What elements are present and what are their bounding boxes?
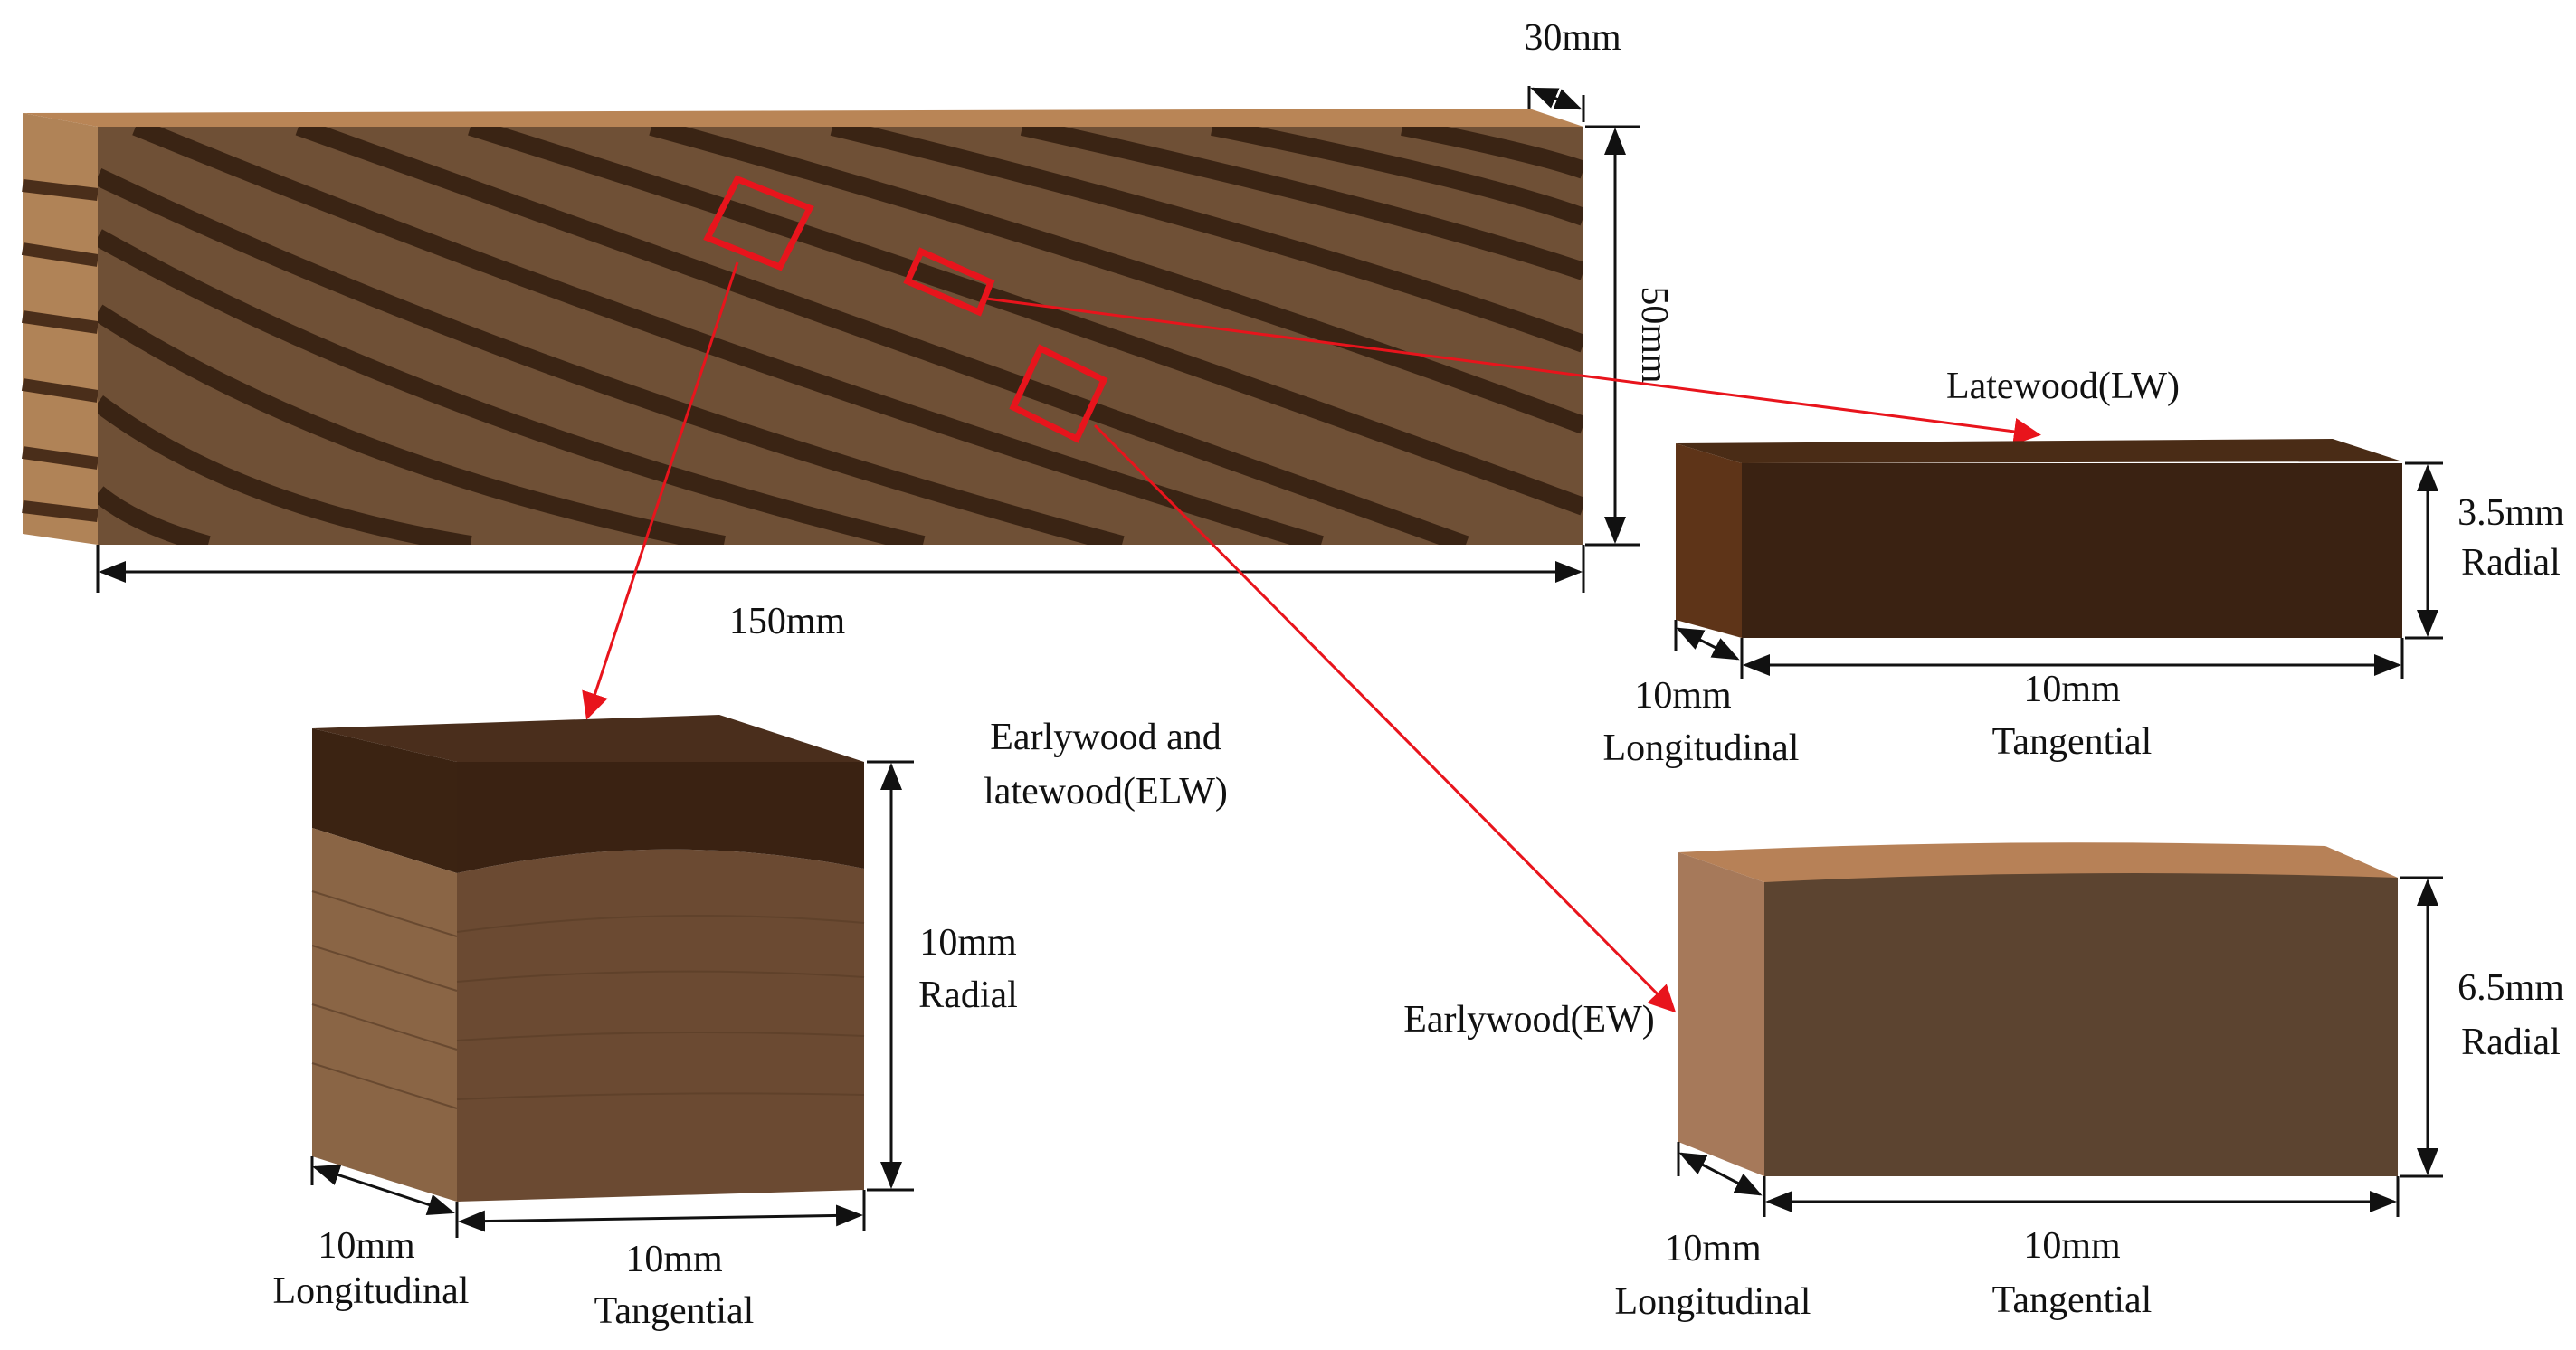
lw-longitudinal-label: Longitudinal [1603,727,1800,769]
ew-tangential-dim: 10mm [2023,1225,2121,1267]
board-thickness-label: 30mm [1524,17,1621,59]
ew-front-face [1764,873,2398,1176]
elw-front-face-lw [457,762,864,873]
connector-arrows [582,261,2041,1013]
lw-tangential-label: Tangential [1992,721,2153,763]
ew-side-face [1678,852,1764,1176]
lw-dimensions [1674,461,2443,679]
elw-grain-lines [311,890,865,1109]
elw-sample [311,715,865,1202]
ew-selection-box [1009,344,1108,443]
elw-side-face-ew [312,828,457,1202]
latewood-sample [1676,439,2402,638]
elw-top-face [312,715,864,762]
lw-front-face [1742,463,2402,638]
board-top-face [23,109,1583,127]
lw-title: Latewood(LW) [1946,366,2180,407]
ew-radial-dim: 6.5mm [2457,967,2564,1009]
elw-tangential-label: Tangential [594,1290,755,1332]
elw-title-line1: Earlywood and [990,717,1221,758]
selection-boxes [703,175,1108,443]
elw-selection-box [703,175,814,271]
lw-tangential-dim: 10mm [2023,669,2121,710]
lw-longitudinal-dim: 10mm [1634,675,1732,717]
end-face-rings [21,179,100,522]
ew-longitudinal-label: Longitudinal [1615,1281,1811,1323]
earlywood-sample [1678,842,2398,1176]
ew-tangential-label: Tangential [1992,1279,2153,1321]
ew-arrow [1093,423,1677,1013]
board-end-face [23,113,98,545]
lw-radial-dim: 3.5mm [2457,492,2564,534]
lw-side-face [1676,443,1742,638]
elw-arrow [582,261,739,720]
lw-top-face [1676,439,2402,463]
ew-dimensions [1677,876,2443,1217]
lw-radial-label: Radial [2461,542,2561,584]
elw-title-line2: latewood(ELW) [984,771,1228,813]
elw-side-face-lw [312,728,457,873]
board-height-label: 50mm [1633,286,1675,384]
elw-radial-dim: 10mm [919,922,1017,964]
ew-title: Earlywood(EW) [1403,999,1655,1041]
lw-arrow [985,297,2041,445]
elw-tangential-dim: 10mm [625,1239,723,1280]
lumber-board [21,109,1583,545]
elw-radial-label: Radial [918,974,1018,1016]
ew-top-face [1678,842,2398,882]
board-length-label: 150mm [729,601,846,642]
ew-longitudinal-dim: 10mm [1664,1228,1762,1269]
elw-longitudinal-dim: 10mm [318,1225,415,1267]
ew-radial-label: Radial [2461,1022,2561,1063]
elw-front-face-ew [457,849,864,1202]
elw-dimensions [310,760,914,1238]
lw-selection-box [903,247,995,317]
board-dimensions [96,86,1640,593]
elw-longitudinal-label: Longitudinal [273,1270,470,1312]
